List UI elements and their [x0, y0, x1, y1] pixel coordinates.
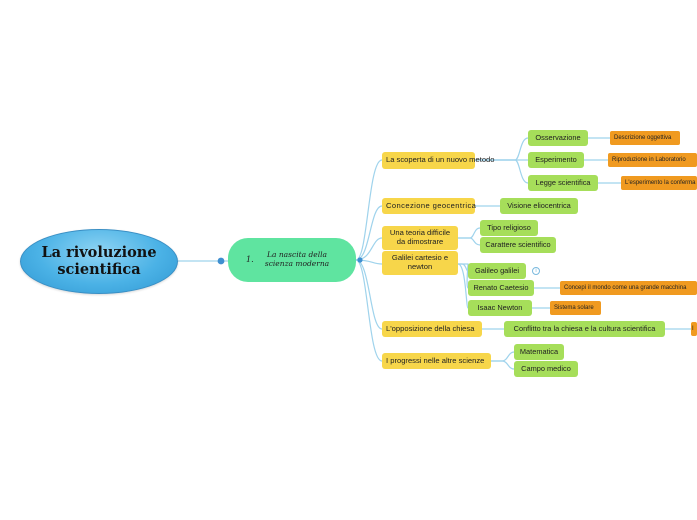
root-topic[interactable]: La rivoluzione scientifica [20, 229, 178, 294]
detail-lab-reproduction[interactable]: Riproduzione in Laboratorio [608, 153, 697, 167]
subtopic-church-conflict[interactable]: Conflitto tra la chiesa e la cultura sci… [504, 321, 665, 337]
main-topic-label: La nascita della scienza moderna [264, 250, 330, 268]
subtopic-newton-label: Isaac Newton [477, 302, 523, 312]
subtopic-scientific-character[interactable]: Carattere scientifico [480, 237, 556, 253]
detail-cutoff-label: I [692, 325, 694, 332]
main-topic-number: 1. [246, 255, 254, 264]
branch-difficult-theory[interactable]: Una teoria difficile da dimostrare [382, 226, 458, 250]
branch-other-sciences-label: I progressi nelle altre scienze [386, 355, 485, 365]
subtopic-observation-label: Osservazione [535, 132, 581, 142]
subtopic-observation[interactable]: Osservazione [528, 130, 588, 146]
subtopic-cartesio[interactable]: Renato Caetesio [468, 280, 534, 296]
subtopic-scientific-character-label: Carattere scientifico [485, 239, 551, 249]
branch-geocentric-label: Concezione geocentrica [386, 200, 477, 210]
subtopic-experiment[interactable]: Esperimento [528, 152, 584, 168]
subtopic-church-conflict-label: Conflitto tra la chiesa e la cultura sci… [513, 323, 656, 333]
branch-other-sciences[interactable]: I progressi nelle altre scienze [382, 353, 491, 369]
detail-solar-system[interactable]: Sistema solare [550, 301, 601, 315]
subtopic-galileo[interactable]: Galileo galilei [468, 263, 526, 279]
detail-experiment-confirms-label: L'esperimento la conferma [625, 179, 696, 186]
subtopic-medical-field[interactable]: Campo medico [514, 361, 578, 377]
subtopic-medical-field-label: Campo medico [521, 363, 571, 373]
detail-objective-description[interactable]: Descrizione oggettiva [610, 131, 680, 145]
subtopic-scientific-law[interactable]: Legge scientifica [528, 175, 598, 191]
root-topic-label: La rivoluzione scientifica [41, 243, 157, 278]
subtopic-cartesio-label: Renato Caetesio [473, 282, 529, 292]
branch-new-method-label: La scoperta di un nuovo metodo [386, 155, 495, 165]
branch-new-method[interactable]: La scoperta di un nuovo metodo [382, 152, 495, 169]
detail-experiment-confirms[interactable]: L'esperimento la conferma [621, 176, 697, 190]
detail-objective-description-label: Descrizione oggettiva [614, 134, 672, 141]
subtopic-galileo-label: Galileo galilei [475, 265, 519, 275]
branch-galilei-cartesio-newton[interactable]: Galilei cartesio e newton [382, 251, 458, 275]
detail-lab-reproduction-label: Riproduzione in Laboratorio [612, 156, 686, 163]
subtopic-mathematics[interactable]: Matematica [514, 344, 564, 360]
branch-geocentric[interactable]: Concezione geocentrica [382, 198, 477, 214]
subtopic-religious-type[interactable]: Tipo religioso [480, 220, 538, 236]
subtopic-religious-type-label: Tipo religioso [487, 222, 531, 232]
detail-world-machine-label: Concepì il mondo come una grande macchin… [564, 284, 687, 291]
detail-cutoff[interactable]: I [691, 322, 697, 336]
main-topic[interactable]: 1. La nascita della scienza moderna [228, 238, 356, 282]
subtopic-heliocentric-label: Visione eliocentrica [507, 200, 571, 210]
subtopic-experiment-label: Esperimento [535, 154, 577, 164]
branch-difficult-theory-label: Una teoria difficile da dimostrare [389, 228, 451, 246]
detail-solar-system-label: Sistema solare [554, 304, 594, 311]
detail-world-machine[interactable]: Concepì il mondo come una grande macchin… [560, 281, 697, 295]
subtopic-newton[interactable]: Isaac Newton [468, 300, 532, 316]
subtopic-scientific-law-label: Legge scientifica [535, 177, 591, 187]
branch-church-opposition-label: L'opposizione della chiesa [386, 323, 475, 333]
info-icon[interactable]: i [532, 267, 540, 275]
subtopic-mathematics-label: Matematica [519, 346, 559, 356]
branch-galilei-cartesio-newton-label: Galilei cartesio e newton [391, 253, 449, 271]
subtopic-heliocentric[interactable]: Visione eliocentrica [500, 198, 578, 214]
branch-church-opposition[interactable]: L'opposizione della chiesa [382, 321, 482, 337]
